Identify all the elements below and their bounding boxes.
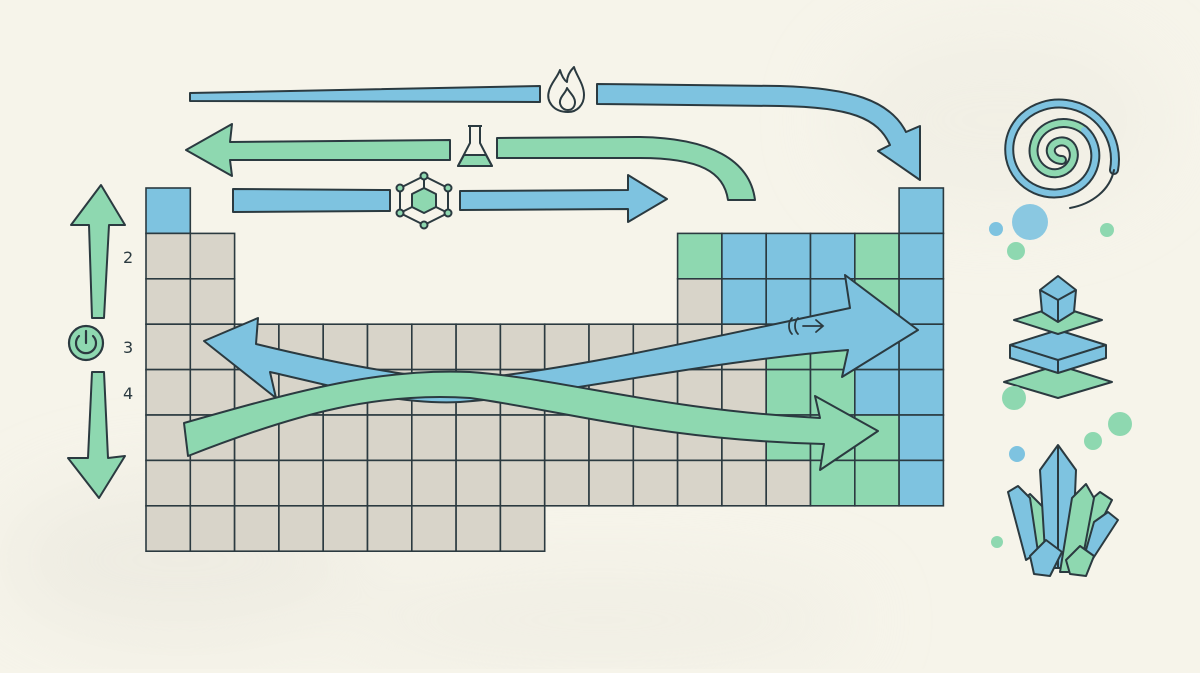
crossing-blue-arrow [203, 274, 919, 404]
table-cell [366, 504, 413, 552]
table-cell [898, 414, 945, 462]
table-cell [853, 232, 900, 280]
table-cell [278, 459, 324, 507]
table-cell [898, 187, 945, 235]
table-cell [189, 368, 236, 416]
table-cell [189, 232, 236, 280]
table-cell [322, 414, 369, 462]
table-cell [543, 323, 590, 371]
table-cell [366, 459, 413, 507]
flame-icon [547, 66, 585, 113]
table-cell [721, 277, 768, 325]
table-cell [676, 277, 723, 325]
table-cell [278, 504, 324, 552]
table-cell [455, 414, 502, 462]
table-cell [145, 504, 192, 552]
spiral-bubbles [989, 204, 1114, 260]
table-cell [145, 414, 192, 462]
table-cell [809, 232, 856, 280]
table-cell [721, 368, 768, 416]
table-cell [499, 504, 546, 552]
top-blue-arrow-tail [189, 85, 541, 103]
table-cell [898, 232, 945, 280]
table-cell [898, 368, 945, 416]
table-cell [676, 232, 723, 280]
table-cell [765, 459, 812, 507]
table-cell [410, 459, 457, 507]
table-cell [189, 459, 236, 507]
table-cell [455, 504, 502, 552]
row-label-2: 2 [123, 248, 133, 267]
crystal-cluster-icon [1007, 444, 1119, 577]
table-cell [233, 504, 280, 552]
table-cell [366, 414, 413, 462]
table-cell [145, 232, 192, 280]
lower-blue-arrow-tail [232, 188, 391, 213]
table-cell [765, 232, 812, 280]
table-cell [410, 414, 457, 462]
table-cell [455, 459, 502, 507]
table-cell [322, 504, 369, 552]
table-cell [233, 459, 280, 507]
table-cell [499, 459, 546, 507]
top-blue-arrow-head-section [596, 83, 921, 181]
wave-arrow-icon [788, 317, 825, 335]
table-cell [499, 323, 546, 371]
table-cell [721, 232, 768, 280]
table-cell [898, 459, 945, 507]
table-cell [189, 504, 236, 552]
flask-icon [457, 125, 493, 167]
table-cell [145, 368, 192, 416]
table-cell [543, 459, 590, 507]
table-cell [676, 459, 723, 507]
table-cell [809, 459, 856, 507]
lower-blue-arrow-head-section [459, 174, 668, 223]
table-cell [410, 323, 457, 371]
cube-network-icon [395, 171, 453, 230]
table-cell [765, 277, 812, 325]
table-cell [853, 368, 900, 416]
row-label-3: 3 [123, 338, 133, 357]
crystal-bubbles [991, 386, 1132, 548]
table-cell [765, 368, 812, 416]
layered-crystal-icon [1003, 275, 1113, 399]
power-icon [67, 324, 105, 362]
table-cell [145, 187, 192, 235]
table-cell [366, 323, 413, 371]
middle-green-arrow-tail [496, 136, 756, 201]
crossing-green-arrow [183, 370, 879, 471]
vertical-green-arrow-lower [67, 371, 126, 499]
table-cell [853, 459, 900, 507]
table-cell [189, 277, 236, 325]
vertical-green-arrow-upper [70, 184, 126, 319]
table-cell [632, 459, 679, 507]
table-cell [145, 277, 192, 325]
table-cell [455, 323, 502, 371]
middle-green-arrow-head-section [185, 123, 451, 177]
table-cell [145, 323, 192, 371]
table-cell [410, 504, 457, 552]
table-cell [721, 459, 768, 507]
table-cell [145, 459, 192, 507]
table-cell [543, 414, 590, 462]
row-label-4: 4 [123, 384, 133, 403]
table-cell [499, 414, 546, 462]
table-cell [322, 459, 369, 507]
table-cell [898, 277, 945, 325]
spiral-icon [1004, 98, 1120, 209]
table-cell [588, 459, 635, 507]
